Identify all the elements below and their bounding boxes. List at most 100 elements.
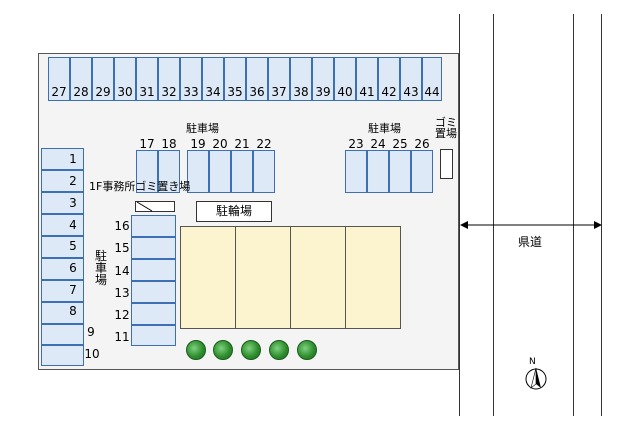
parking-slot: [114, 57, 136, 101]
slot-number: 15: [114, 241, 130, 255]
slot-number: 33: [183, 85, 199, 99]
slot-number: 22: [256, 137, 272, 151]
parking-slot: [131, 259, 176, 281]
road-edge-left: [459, 14, 460, 416]
parking-slot: [231, 150, 253, 193]
tree-icon: [241, 340, 261, 360]
parking-slot: [70, 57, 92, 101]
parking-slot: [136, 57, 158, 101]
parking-slot: [411, 150, 433, 193]
slot-number: 42: [381, 85, 397, 99]
office-garbage-leader: [136, 201, 153, 212]
building-unit: [290, 226, 346, 329]
parking-slot: [41, 258, 84, 280]
slot-number: 25: [392, 137, 408, 151]
parking-slot: [268, 57, 290, 101]
slot-number: 20: [212, 137, 228, 151]
garbage-station-box: [440, 149, 453, 179]
slot-number: 16: [114, 219, 130, 233]
parking-slot: [41, 148, 84, 170]
north-label: N: [529, 357, 536, 367]
parking-slot: [356, 57, 378, 101]
parking-slot: [41, 324, 84, 345]
parking-slot: [378, 57, 400, 101]
parking-slot: [131, 303, 176, 325]
slot-number: 34: [205, 85, 221, 99]
road-edge-right: [601, 14, 602, 416]
parking-slot: [92, 57, 114, 101]
slot-number: 4: [69, 218, 77, 232]
parking-slot: [41, 280, 84, 302]
parking-slot: [158, 57, 180, 101]
parking-slot: [334, 57, 356, 101]
tree-icon: [186, 340, 206, 360]
parking-slot: [180, 57, 202, 101]
road-lane-line-2: [573, 14, 574, 416]
parking-slot: [389, 150, 411, 193]
slot-number: 19: [190, 137, 206, 151]
slot-number: 27: [51, 85, 67, 99]
parking-slot: [41, 170, 84, 192]
slot-number: 21: [234, 137, 250, 151]
slot-number: 36: [249, 85, 265, 99]
slot-number: 44: [424, 85, 440, 99]
slot-number: 6: [69, 261, 77, 275]
parking-slot: [41, 192, 84, 214]
parking-label-upper-b: 駐車場: [368, 122, 401, 135]
building-unit: [235, 226, 291, 329]
building-unit: [180, 226, 236, 329]
tree-icon: [269, 340, 289, 360]
parking-slot: [202, 57, 224, 101]
slot-number: 13: [114, 286, 130, 300]
slot-number: 10: [84, 347, 100, 361]
parking-slot: [187, 150, 209, 193]
slot-number: 30: [117, 85, 133, 99]
parking-slot: [312, 57, 334, 101]
parking-slot: [41, 214, 84, 236]
slot-number: 35: [227, 85, 243, 99]
parking-slot: [400, 57, 422, 101]
slot-number: 39: [315, 85, 331, 99]
parking-slot: [48, 57, 70, 101]
slot-number: 28: [73, 85, 89, 99]
parking-label-vertical: 駐車場: [94, 249, 107, 287]
slot-number: 11: [114, 330, 130, 344]
slot-number: 38: [293, 85, 309, 99]
parking-slot: [290, 57, 312, 101]
slot-number: 9: [87, 325, 95, 339]
bicycle-parking-label: 駐輪場: [196, 201, 272, 222]
parking-slot: [131, 325, 176, 346]
office-garbage-label: 1F事務所ゴミ置き場: [89, 180, 191, 193]
parking-slot: [41, 236, 84, 258]
prefectural-road-label: 県道: [518, 235, 543, 249]
parking-slot: [224, 57, 246, 101]
slot-number: 1: [69, 152, 77, 166]
slot-number: 18: [161, 137, 177, 151]
parking-slot: [136, 150, 158, 193]
slot-number: 43: [403, 85, 419, 99]
road-lane-line-1: [493, 14, 494, 416]
parking-slot: [422, 57, 442, 101]
building-unit: [345, 226, 401, 329]
parking-slot: [131, 215, 176, 237]
slot-number: 5: [69, 239, 77, 253]
slot-number: 7: [69, 283, 77, 297]
parking-slot: [246, 57, 268, 101]
slot-number: 31: [139, 85, 155, 99]
tree-icon: [213, 340, 233, 360]
parking-label-upper-a: 駐車場: [186, 122, 219, 135]
slot-number: 37: [271, 85, 287, 99]
north-arrow-icon: [525, 367, 547, 390]
slot-number: 29: [95, 85, 111, 99]
slot-number: 3: [69, 196, 77, 210]
slot-number: 14: [114, 264, 130, 278]
slot-number: 12: [114, 308, 130, 322]
parking-slot: [131, 281, 176, 303]
parking-slot: [209, 150, 231, 193]
slot-number: 40: [337, 85, 353, 99]
office-garbage-box: [135, 201, 175, 212]
slot-number: 41: [359, 85, 375, 99]
parking-slot: [158, 150, 180, 193]
slot-number: 17: [139, 137, 155, 151]
slot-number: 26: [414, 137, 430, 151]
